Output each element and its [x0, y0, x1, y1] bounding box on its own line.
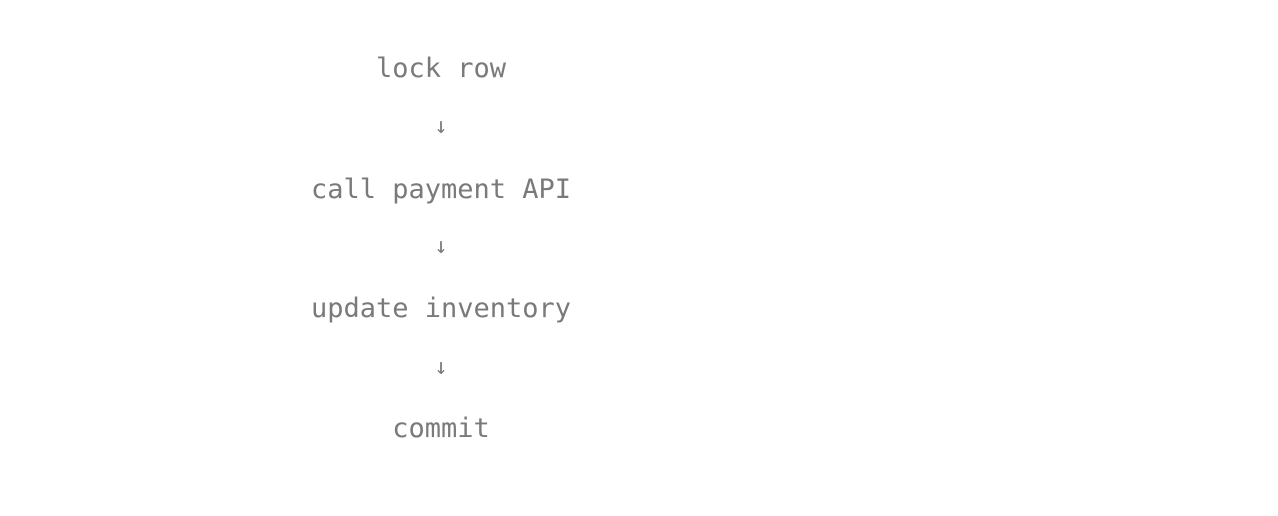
step-update-inventory: update inventory	[310, 293, 572, 324]
down-arrow-icon: ↓	[434, 234, 448, 259]
flow-diagram: lock row ↓ call payment API ↓ update inv…	[300, 0, 582, 516]
down-arrow-icon: ↓	[434, 114, 448, 139]
step-lock-row: lock row	[375, 53, 507, 84]
step-call-payment-api: call payment API	[310, 174, 572, 205]
down-arrow-icon: ↓	[434, 355, 448, 380]
step-commit: commit	[392, 413, 490, 444]
